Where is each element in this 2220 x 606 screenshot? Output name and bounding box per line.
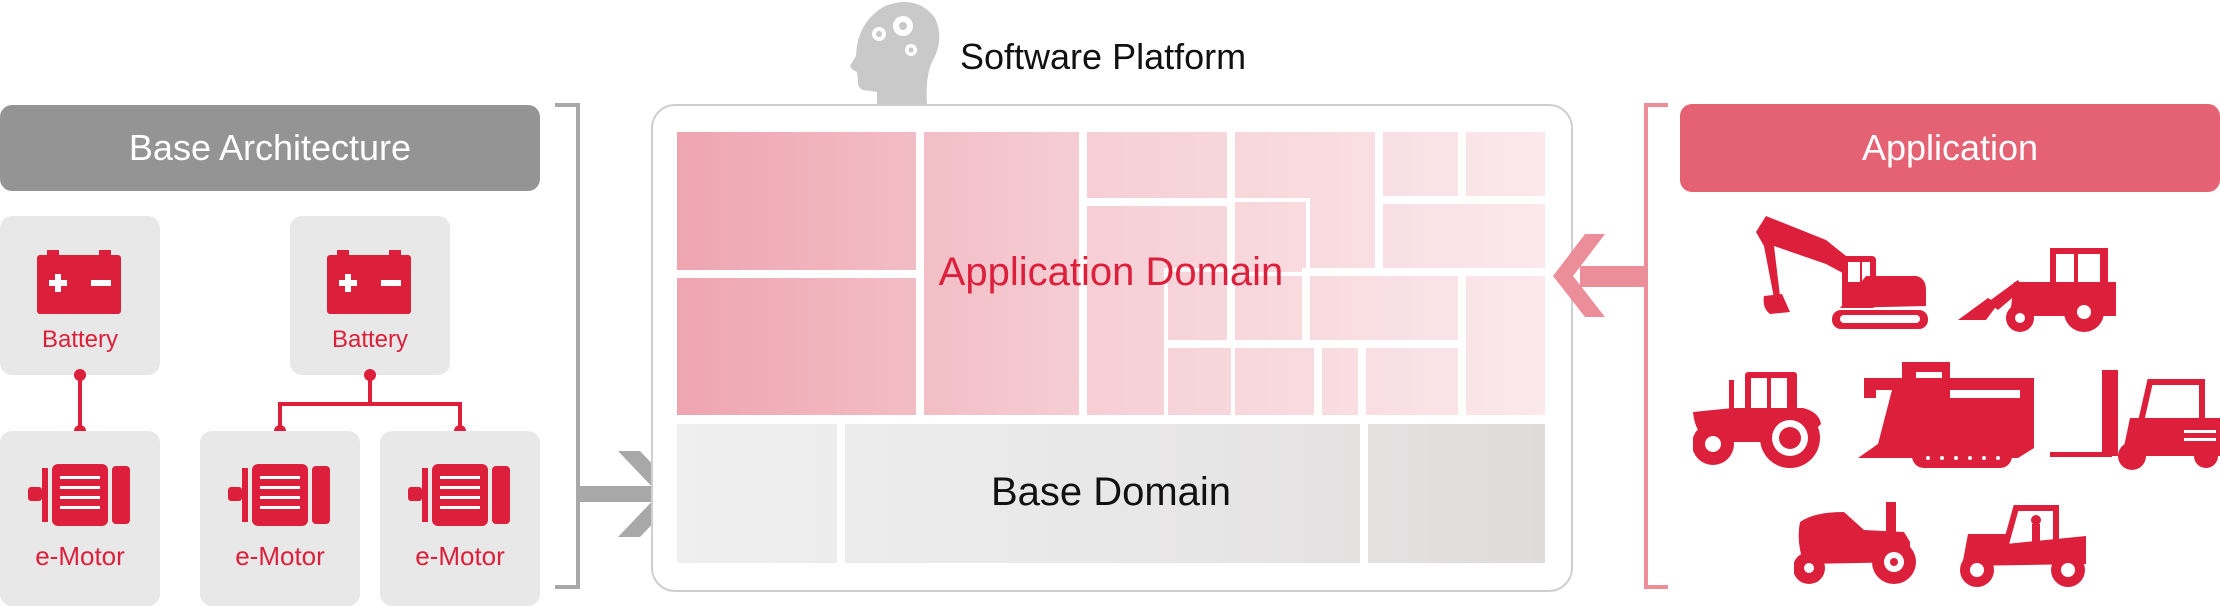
base-domain-label: Base Domain <box>990 470 1232 514</box>
battery-label: Battery <box>331 326 409 353</box>
battery-icon <box>37 250 121 314</box>
brain-gears-head-icon <box>850 2 940 105</box>
app-module <box>673 270 924 419</box>
base-architecture-header: Base Architecture <box>0 105 540 191</box>
wheel-loader-icon <box>1958 248 2116 332</box>
application-domain-area: Application Domain <box>673 128 1549 419</box>
utility-vehicle-icon <box>1960 505 2086 587</box>
battery-box-1: Battery <box>0 216 160 375</box>
motor-label: e-Motor <box>415 541 505 571</box>
tractor-icon <box>1693 372 1821 468</box>
application-title: Application <box>1861 127 2039 168</box>
app-module <box>1358 340 1466 419</box>
base-domain-area: Base Domain <box>673 420 1549 567</box>
motor-icon <box>228 464 330 526</box>
excavator-icon <box>1756 216 1928 329</box>
application-to-platform-arrow <box>1553 103 1668 589</box>
app-module <box>1314 340 1366 419</box>
lawn-tractor-icon <box>1794 502 1916 584</box>
combine-harvester-icon <box>1858 362 2034 468</box>
battery-label: Battery <box>41 326 119 353</box>
application-domain-label: Application Domain <box>938 250 1284 294</box>
software-platform-title: Software Platform <box>960 36 1247 77</box>
app-module <box>1458 128 1549 204</box>
application-header: Application <box>1680 104 2220 192</box>
motor-label: e-Motor <box>35 541 125 571</box>
battery-box-2: Battery <box>290 216 450 375</box>
arrow-left-icon <box>1553 234 1605 317</box>
battery-icon <box>327 250 411 314</box>
motor-box-2: e-Motor <box>200 431 360 606</box>
forklift-icon <box>2050 370 2220 470</box>
app-module <box>1375 128 1466 204</box>
app-module <box>1164 340 1322 419</box>
right-bracket <box>1644 103 1668 589</box>
motor-icon <box>28 464 130 526</box>
base-architecture-title: Base Architecture <box>128 127 412 168</box>
app-module <box>1079 128 1235 206</box>
motor-box-1: e-Motor <box>0 431 160 606</box>
motor-icon <box>408 464 510 526</box>
left-bracket <box>555 103 580 589</box>
motor-label: e-Motor <box>235 541 325 571</box>
motor-box-3: e-Motor <box>380 431 540 606</box>
